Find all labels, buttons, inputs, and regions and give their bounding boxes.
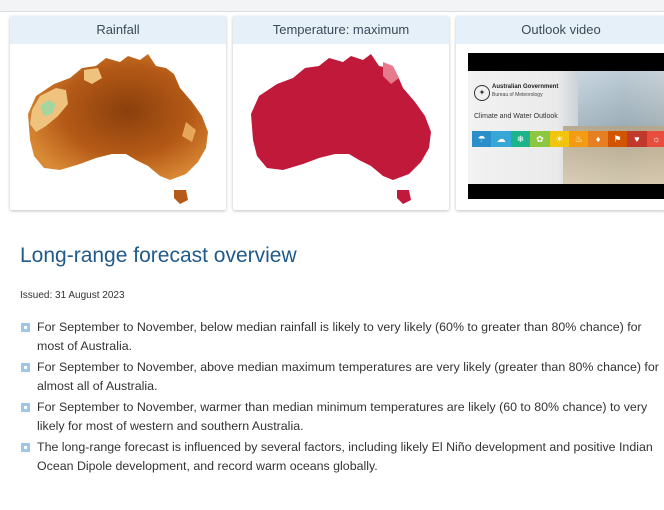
climate-icon: ☼ bbox=[646, 131, 664, 147]
rainfall-green-region bbox=[40, 100, 56, 116]
list-item: For September to November, below median … bbox=[20, 318, 660, 355]
temperature-card-title: Temperature: maximum bbox=[233, 16, 449, 44]
climate-icon: ♨ bbox=[569, 131, 589, 147]
bullet-icon bbox=[21, 443, 30, 452]
top-bar bbox=[0, 0, 664, 12]
climate-icon: ♥ bbox=[627, 131, 647, 147]
temperature-pink-region bbox=[383, 62, 399, 84]
forecast-bullets: For September to November, below median … bbox=[20, 318, 660, 478]
list-item: For September to November, warmer than m… bbox=[20, 398, 660, 435]
video-thumbnail: ✦ Australian Government Bureau of Meteor… bbox=[468, 71, 664, 184]
climate-icon: ☁ bbox=[491, 131, 511, 147]
temperature-card[interactable]: Temperature: maximum bbox=[233, 16, 449, 210]
bullet-text: For September to November, warmer than m… bbox=[37, 400, 648, 433]
bullet-text: For September to November, below median … bbox=[37, 320, 642, 353]
bullet-icon bbox=[21, 323, 30, 332]
list-item: The long-range forecast is influenced by… bbox=[20, 438, 660, 475]
rainfall-card-title: Rainfall bbox=[10, 16, 226, 44]
outlook-video-card-title: Outlook video bbox=[456, 16, 664, 44]
video-sea-area bbox=[578, 71, 664, 126]
outlook-cards: Rainfall Temperature: maximum bbox=[10, 16, 664, 216]
issued-date: Issued: 31 August 2023 bbox=[20, 290, 125, 301]
page-title: Long-range forecast overview bbox=[20, 244, 297, 267]
video-title: Climate and Water Outlook bbox=[474, 113, 558, 120]
video-gov-line2: Bureau of Meteorology bbox=[492, 92, 543, 98]
list-item: For September to November, above median … bbox=[20, 358, 660, 395]
climate-icon: ☂ bbox=[472, 131, 492, 147]
temperature-map bbox=[251, 54, 431, 204]
climate-icon-strip: ☂☁❄✿☀♨♦⚑♥☼ bbox=[472, 131, 664, 147]
bullet-text: For September to November, above median … bbox=[37, 360, 659, 393]
australia-temperature-shape bbox=[251, 54, 431, 180]
climate-icon: ❄ bbox=[510, 131, 531, 147]
tasmania-temperature-shape bbox=[397, 190, 411, 204]
tasmania-shape bbox=[174, 190, 188, 204]
climate-icon: ⚑ bbox=[607, 131, 628, 147]
outlook-video-card[interactable]: Outlook video ✦ Australian Government Bu… bbox=[456, 16, 664, 210]
rainfall-map bbox=[28, 54, 208, 204]
government-crest-icon: ✦ bbox=[474, 85, 490, 101]
climate-icon: ✿ bbox=[530, 131, 550, 147]
bullet-icon bbox=[21, 363, 30, 372]
outlook-video-player[interactable]: ✦ Australian Government Bureau of Meteor… bbox=[468, 53, 664, 199]
video-gov-line1: Australian Government bbox=[492, 84, 559, 90]
bullet-icon bbox=[21, 403, 30, 412]
climate-icon: ☀ bbox=[549, 131, 570, 147]
rainfall-light-region-east bbox=[182, 122, 196, 142]
australia-rainfall-shape bbox=[28, 54, 208, 180]
bullet-text: The long-range forecast is influenced by… bbox=[37, 440, 653, 473]
rainfall-card[interactable]: Rainfall bbox=[10, 16, 226, 210]
climate-icon: ♦ bbox=[588, 131, 608, 147]
rainfall-light-region-north bbox=[84, 68, 102, 84]
